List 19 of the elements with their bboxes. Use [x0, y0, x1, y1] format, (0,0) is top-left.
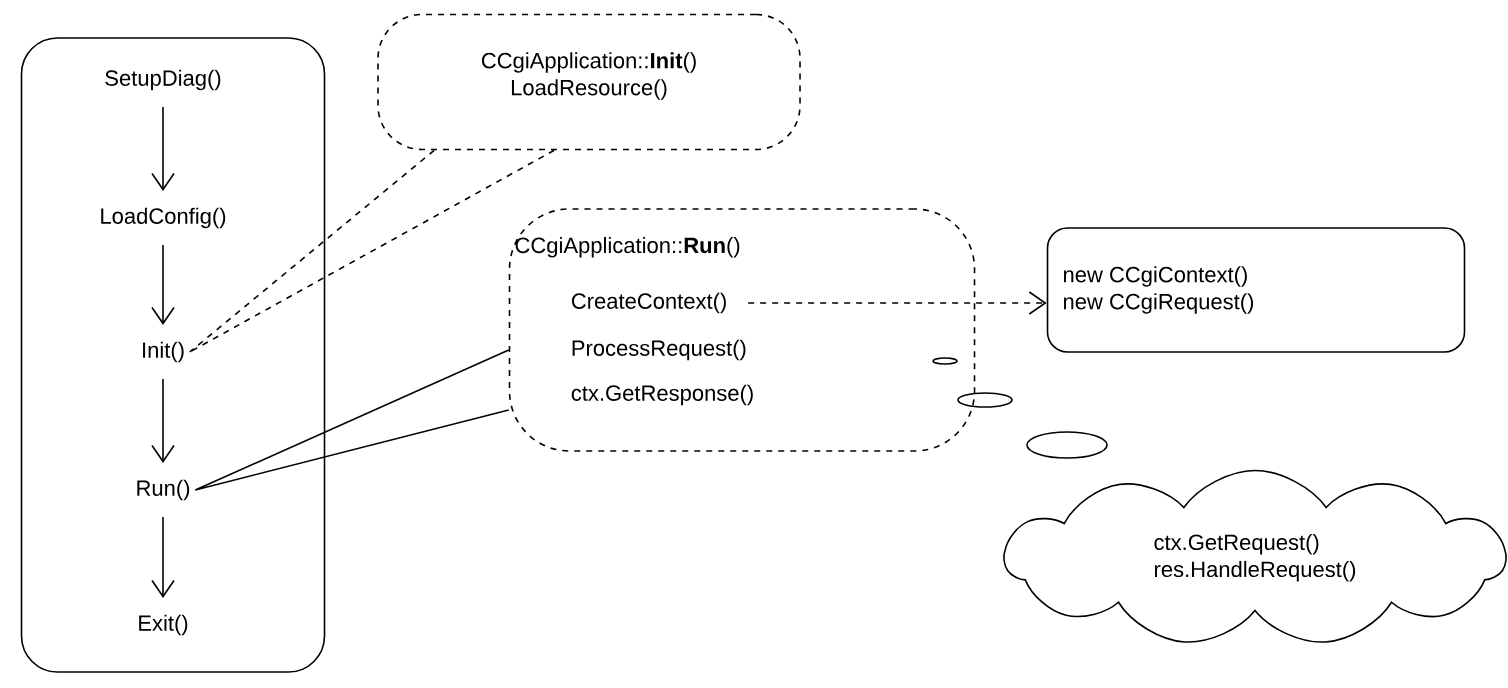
- code-text: ProcessRequest(): [572, 339, 746, 361]
- code-text: Init(): [143, 341, 184, 363]
- code-text: CreateContext(): [571, 292, 726, 314]
- arrow: [151, 106, 175, 191]
- arrow: [151, 516, 175, 598]
- process-box: new CCgiContext() new CCgiRequest(): [1046, 227, 1466, 353]
- arrow: [151, 378, 175, 463]
- code-text: LoadConfig(): [101, 207, 226, 229]
- code-text: SetupDiag(): [105, 69, 221, 91]
- code-text: Exit(): [139, 614, 188, 636]
- thought-cloud: ctx.GetRequest() res.HandleRequest(): [1003, 469, 1507, 643]
- speech-bubble-tail: [194, 349, 510, 491]
- container-box: [20, 37, 326, 673]
- code-text: ctx.GetResponse(): [571, 384, 753, 406]
- arrow: [747, 291, 1047, 315]
- speech-bubble: CCgiApplication::Init() LoadResource(): [377, 13, 801, 151]
- speech-bubble-tail: [189, 149, 555, 353]
- code-text: Run(): [137, 479, 190, 501]
- arrow: [151, 244, 175, 325]
